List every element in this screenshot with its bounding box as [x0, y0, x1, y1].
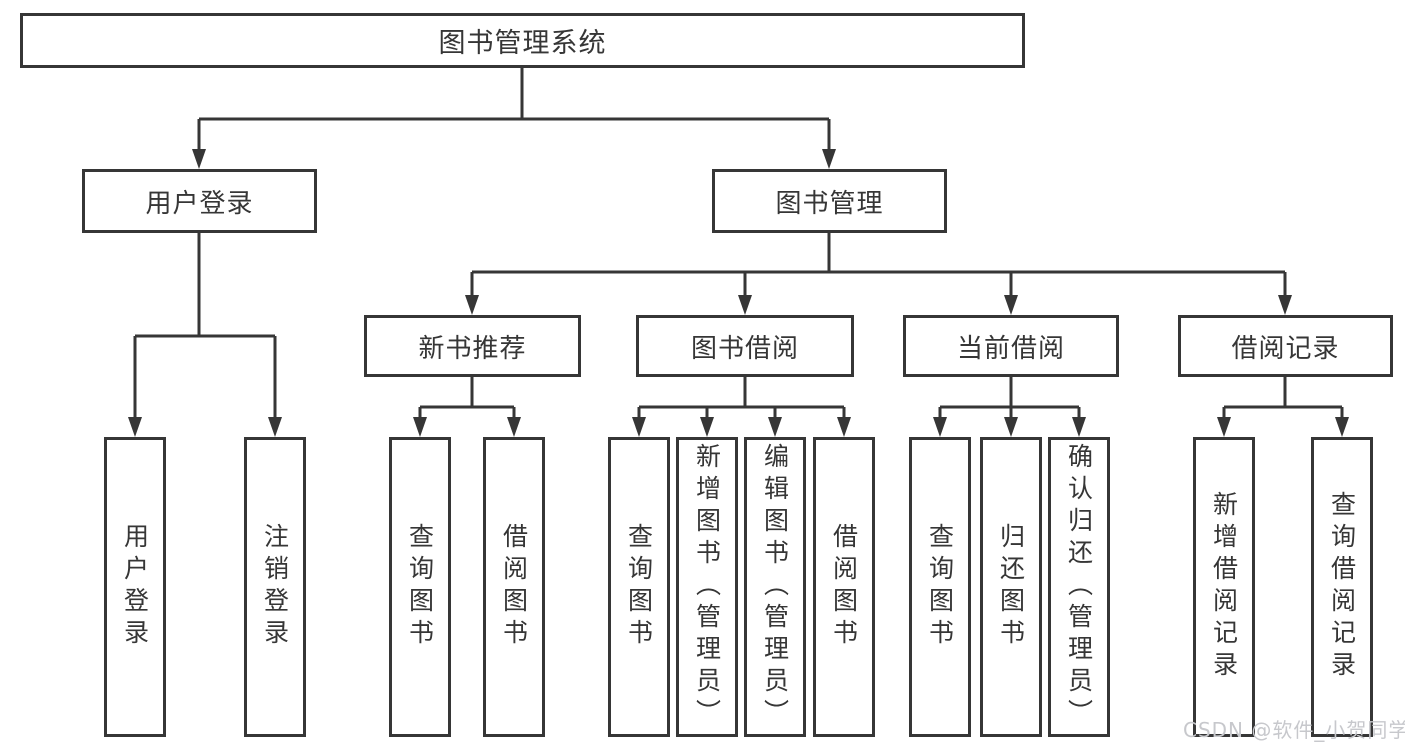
leaf-add-borrow-record: 新增借阅记录 [1193, 437, 1255, 737]
node-label: 图书管理 [775, 188, 884, 219]
node-label: 查询图书 [925, 523, 955, 651]
node-label: 图书管理系统 [438, 28, 607, 59]
leaf-return-books: 归还图书 [980, 437, 1042, 737]
node-label: 新增借阅记录 [1209, 491, 1239, 683]
leaf-edit-books-admin: 编辑图书（管理员） [744, 437, 806, 737]
leaf-add-books-admin: 新增图书（管理员） [676, 437, 738, 737]
node-label: 查询借阅记录 [1327, 491, 1357, 683]
node-book-management: 图书管理 [712, 169, 947, 233]
node-label: 注销登录 [260, 523, 290, 651]
node-label: 新书推荐 [418, 333, 527, 364]
leaf-borrow-books-recommend: 借阅图书 [483, 437, 545, 737]
leaf-user-login: 用户登录 [104, 437, 166, 737]
node-label: 借阅图书 [829, 523, 859, 651]
node-borrowing-records: 借阅记录 [1178, 315, 1393, 377]
node-label: 用户登录 [120, 523, 150, 651]
node-label: 归还图书 [996, 523, 1026, 651]
leaf-query-books-borrow: 查询图书 [608, 437, 670, 737]
node-book-borrowing: 图书借阅 [636, 315, 854, 377]
node-label: 图书借阅 [690, 333, 799, 364]
leaf-confirm-return-admin: 确认归还（管理员） [1048, 437, 1110, 737]
node-label: 编辑图书（管理员） [760, 443, 790, 731]
node-new-book-recommendation: 新书推荐 [364, 315, 581, 377]
node-label: 新增图书（管理员） [692, 443, 722, 731]
leaf-logout: 注销登录 [244, 437, 306, 737]
node-label: 查询图书 [405, 523, 435, 651]
node-label: 确认归还（管理员） [1064, 443, 1094, 731]
node-label: 借阅图书 [499, 523, 529, 651]
leaf-borrow-books: 借阅图书 [813, 437, 875, 737]
leaf-query-books-recommend: 查询图书 [389, 437, 451, 737]
leaf-query-borrow-record: 查询借阅记录 [1311, 437, 1373, 737]
node-current-borrowing: 当前借阅 [903, 315, 1119, 377]
node-label: 查询图书 [624, 523, 654, 651]
watermark-text: CSDN @软件_小贺同学 [1183, 718, 1405, 742]
node-label: 用户登录 [145, 188, 254, 219]
node-library-management-system: 图书管理系统 [20, 13, 1025, 68]
node-label: 当前借阅 [956, 333, 1065, 364]
node-user-login: 用户登录 [82, 169, 317, 233]
node-label: 借阅记录 [1231, 333, 1340, 364]
leaf-query-books-current: 查询图书 [909, 437, 971, 737]
